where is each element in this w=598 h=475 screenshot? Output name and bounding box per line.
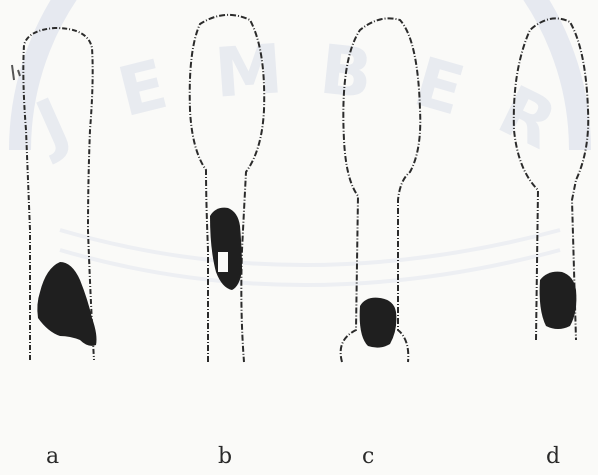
cell-d-dark-region <box>540 272 577 329</box>
cell-b-dark-region <box>210 208 242 290</box>
label-c: c <box>362 444 374 469</box>
cell-c <box>341 18 421 362</box>
label-b: b <box>218 444 232 469</box>
cell-b-light-gap <box>218 252 228 272</box>
cell-a-residue <box>12 65 20 80</box>
cell-b-outline <box>190 15 265 362</box>
cell-a-dark-region <box>37 262 96 346</box>
cell-c-dark-region <box>360 298 397 348</box>
cell-a <box>12 28 97 360</box>
cell-d <box>514 18 588 340</box>
label-d: d <box>546 444 560 469</box>
cell-b <box>190 15 265 362</box>
label-a: a <box>46 444 59 469</box>
